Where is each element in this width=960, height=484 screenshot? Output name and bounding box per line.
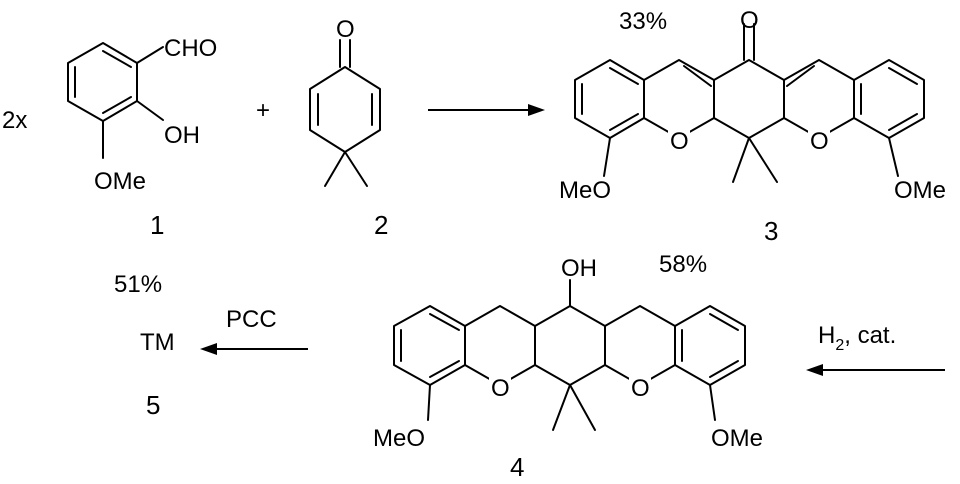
reaction-arrow-step-1 (428, 104, 545, 116)
compound-2-oxygen: O (336, 16, 355, 43)
compound-5-yield: 51% (114, 271, 162, 298)
compound-3-ring-oxygen-right: O (810, 128, 829, 155)
compound-2-number: 2 (374, 210, 388, 240)
reactant-multiplier: 2x (2, 107, 27, 134)
compound-3-ome-label: OMe (894, 177, 946, 204)
compound-3-carbonyl-oxygen: O (740, 7, 759, 34)
compound-1-number: 1 (150, 210, 164, 240)
compound-5-label: TM (140, 329, 175, 356)
step-3-reagent: PCC (226, 306, 277, 333)
compound-4-structure (393, 279, 746, 431)
compound-4-yield: 58% (659, 251, 707, 278)
compound-4-oh-label: OH (561, 255, 597, 282)
compound-2-structure (309, 39, 381, 187)
compound-3-ring-oxygen-left: O (670, 128, 689, 155)
compound-3-structure (574, 23, 925, 183)
compound-4-ome-label: OMe (711, 425, 763, 452)
compound-4-meo-label: MeO (373, 425, 425, 452)
compound-1-structure (67, 42, 164, 159)
compound-3-number: 3 (764, 216, 778, 246)
compound-1-oh-label: OH (164, 122, 200, 149)
compound-3-meo-label: MeO (559, 177, 611, 204)
reaction-arrow-step-2 (806, 364, 945, 376)
reaction-arrow-step-3 (200, 343, 308, 355)
compound-1-ome-label: OMe (94, 168, 146, 195)
compound-5-number: 5 (146, 390, 160, 420)
step-2-reagent: H2, cat. (818, 322, 896, 354)
compound-1-cho-label: CHO (164, 35, 217, 62)
compound-4-ring-oxygen-left: O (491, 375, 510, 402)
compound-3-yield: 33% (619, 8, 667, 35)
plus-sign: + (256, 97, 270, 124)
compound-4-ring-oxygen-right: O (631, 375, 650, 402)
compound-4-number: 4 (510, 452, 524, 482)
